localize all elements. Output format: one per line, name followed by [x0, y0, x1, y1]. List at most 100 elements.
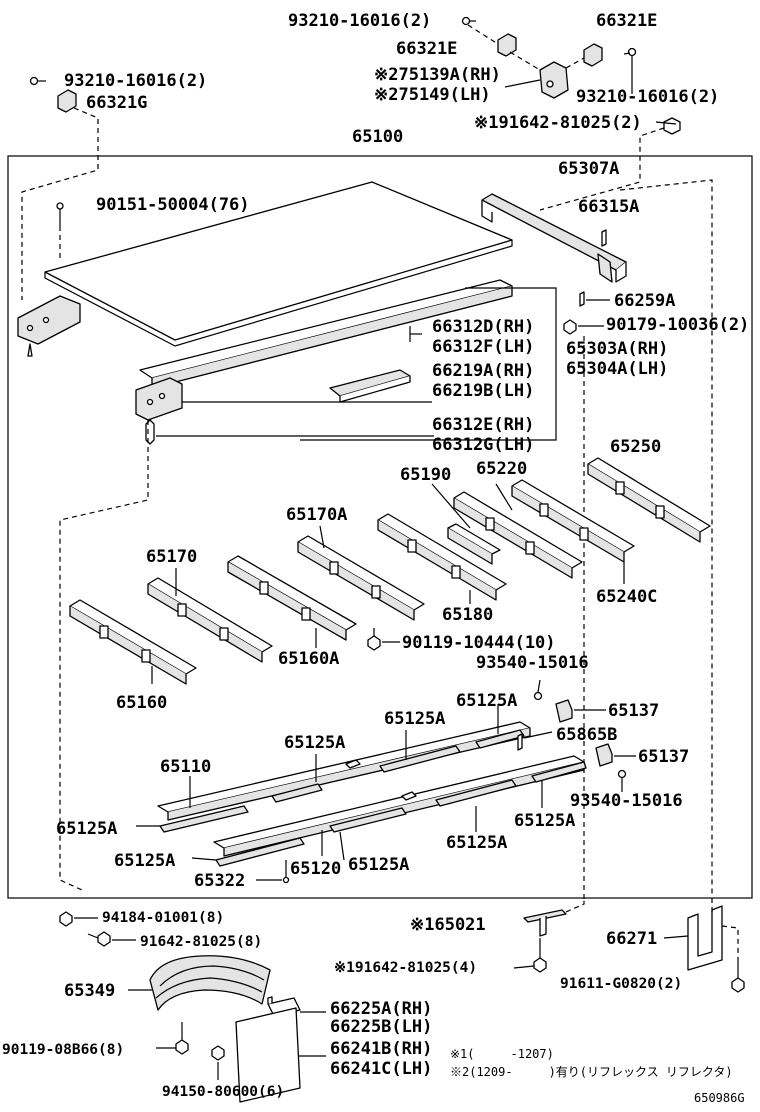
label-65322: 65322: [194, 871, 245, 891]
bolt-top-right: [623, 47, 637, 57]
bolt-91642-bottom-left: [87, 931, 111, 947]
mudguard-65349: [149, 955, 271, 1011]
label-94150-80600: 94150-80600(6): [162, 1084, 284, 1100]
diagram-code: 650986G: [694, 1091, 745, 1105]
label-65865b: 65865B: [556, 725, 617, 745]
bolt-91611: [731, 960, 745, 993]
label-65307a: 65307A: [558, 159, 619, 179]
note-1: ※1( -1207): [450, 1047, 554, 1061]
reflector-bracket-75139: [539, 61, 569, 99]
bracket-65137-a: [555, 699, 573, 723]
label-91611-g0820: 91611-G0820(2): [560, 976, 682, 992]
label-65170: 65170: [146, 547, 197, 567]
crossbeam-65180: [377, 513, 507, 601]
sill-65120: [213, 755, 585, 857]
label-66321g: 66321G: [86, 93, 147, 113]
label-66219b: 66219B(LH): [432, 381, 534, 401]
label-93210-16016-left: 93210-16016(2): [64, 71, 207, 91]
strips-65125a: [159, 729, 587, 867]
label-66225a: 66225A(RH): [330, 999, 432, 1019]
bracket-66271: [687, 905, 723, 971]
label-65170a: 65170A: [286, 505, 347, 525]
nut-94184: [59, 911, 73, 927]
label-65125a-3: 65125A: [284, 733, 345, 753]
label-65125a-1: 65125A: [456, 691, 517, 711]
label-66219a: 66219A(RH): [432, 361, 534, 381]
bolt-90119-10444: [367, 628, 381, 651]
bracket-65137-b: [595, 743, 613, 767]
label-66241b: 66241B(RH): [330, 1039, 432, 1059]
label-90151-50004: 90151-50004(76): [96, 195, 250, 215]
bolt-91642-top: [663, 117, 681, 135]
crossbeam-65170a: [297, 535, 425, 621]
label-65303a: 65303A(RH): [566, 339, 668, 359]
crossbeam-65190: [447, 523, 501, 565]
nut-90179: [563, 319, 577, 335]
label-66312e: 66312E(RH): [432, 415, 534, 435]
label-65125a-5: 65125A: [514, 811, 575, 831]
label-65180: 65180: [442, 605, 493, 625]
rivet-65322: [282, 860, 290, 884]
label-66315a: 66315A: [578, 197, 639, 217]
label-65125a-8: 65125A: [348, 855, 409, 875]
label-94184-01001: 94184-01001(8): [102, 910, 224, 926]
label-65125a-2: 65125A: [384, 709, 445, 729]
label-65137-a: 65137: [608, 701, 659, 721]
label-65120: 65120: [290, 859, 341, 879]
label-65250: 65250: [610, 437, 661, 457]
mudflap-66241: [235, 1007, 301, 1103]
pin-66259a: [579, 291, 585, 307]
label-65137-b: 65137: [638, 747, 689, 767]
label-90119-08b66: 90119-08B66(8): [2, 1042, 124, 1058]
label-65190: 65190: [400, 465, 451, 485]
bolt-93540-b: [617, 769, 627, 792]
crossmember-66219: [329, 369, 411, 403]
deck-panel: [44, 181, 513, 347]
label-65160: 65160: [116, 693, 167, 713]
label-65160a: 65160A: [278, 649, 339, 669]
label-65110: 65110: [160, 757, 211, 777]
pin-66315a: [601, 229, 607, 247]
label-65220: 65220: [476, 459, 527, 479]
label-91642-81025-left: 91642-81025(8): [140, 934, 262, 950]
pin-65865b: [517, 733, 523, 751]
bolt-top-center: [461, 16, 476, 26]
label-65125a-6: 65125A: [446, 833, 507, 853]
label-91642-81025-top: ※191642-81025(2): [474, 113, 642, 133]
bracket-66321g: [57, 89, 77, 113]
label-90179-10036: 90179-10036(2): [606, 315, 749, 335]
label-66321e-right: 66321E: [596, 11, 657, 31]
label-65125a-7: 65125A: [114, 851, 175, 871]
corner-post-left: [135, 377, 183, 421]
screw-90151: [56, 202, 64, 226]
label-93210-16016-right: 93210-16016(2): [576, 87, 719, 107]
nut-94150: [211, 1045, 225, 1061]
label-66225b: 66225B(LH): [330, 1017, 432, 1037]
label-66312d: 66312D(RH): [432, 317, 534, 337]
label-65125a-4: 65125A: [56, 819, 117, 839]
bracket-65021: [523, 909, 567, 937]
label-75149: ※275149(LH): [374, 85, 491, 105]
label-66312g: 66312G(LH): [432, 435, 534, 455]
label-65349: 65349: [64, 981, 115, 1001]
label-93540-15016-a: 93540-15016: [476, 653, 589, 673]
label-66312f: 66312F(LH): [432, 337, 534, 357]
crossbeam-65250: [587, 457, 711, 543]
label-66241c: 66241C(LH): [330, 1059, 432, 1079]
label-75139a: ※275139A(RH): [374, 65, 501, 85]
label-90119-10444: 90119-10444(10): [402, 633, 556, 653]
bracket-66321e-left: [497, 33, 517, 57]
label-65021: ※165021: [410, 915, 486, 935]
note-2: ※2(1209- )有り(リフレックス リフレクタ): [450, 1065, 733, 1079]
label-65240c: 65240C: [596, 587, 657, 607]
crossbeam-65170: [147, 577, 273, 663]
label-66271: 66271: [606, 929, 657, 949]
label-93540-15016-b: 93540-15016: [570, 791, 683, 811]
label-65304a: 65304A(LH): [566, 359, 668, 379]
crossbeam-65220: [453, 491, 583, 579]
label-66321e-left: 66321E: [396, 39, 457, 59]
crossbeam-65240c: [511, 479, 635, 563]
label-66259a: 66259A: [614, 291, 675, 311]
